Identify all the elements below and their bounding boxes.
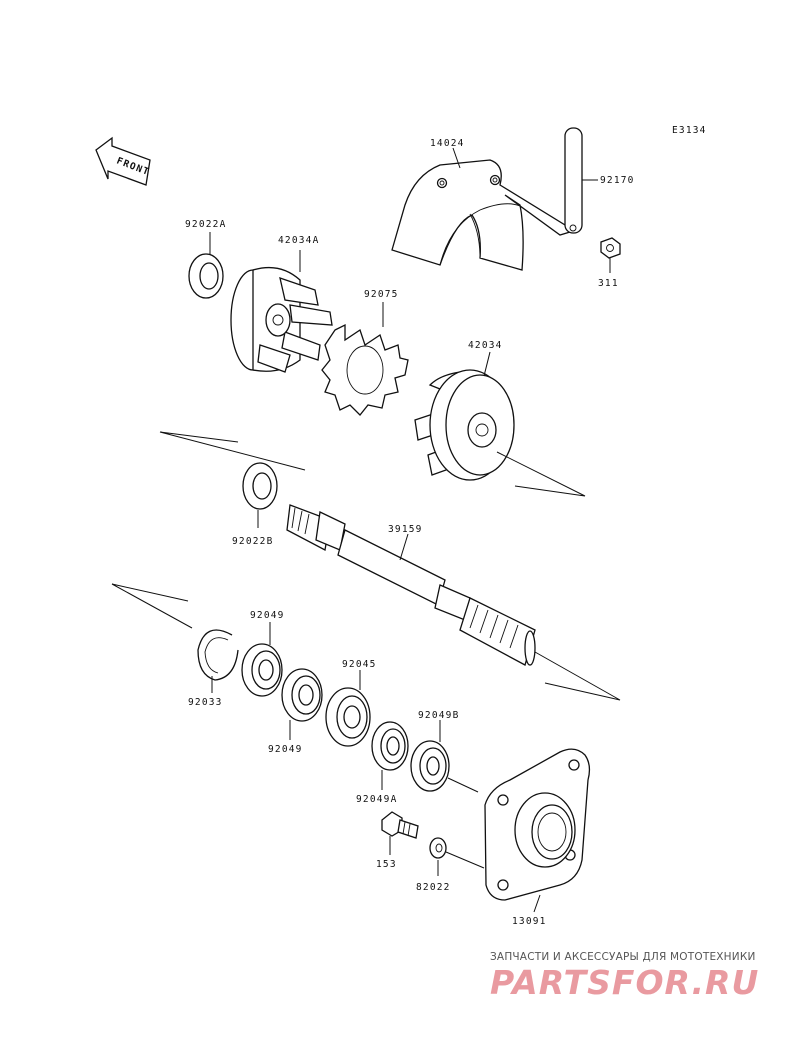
washer-82022 [429, 837, 447, 859]
label-92049-top: 92049 [250, 610, 285, 621]
label-92022A: 92022A [185, 219, 227, 230]
bearing-92049-top [241, 643, 283, 697]
bearing-92049-bottom [281, 668, 323, 722]
bearing-92049A [371, 721, 409, 771]
cover-14024 [391, 159, 572, 271]
label-92022B: 92022B [232, 536, 274, 547]
washer-92022A [188, 253, 224, 299]
label-92049-bottom: 92049 [268, 744, 303, 755]
coupler-42034A [230, 266, 333, 373]
nut-311 [600, 237, 621, 259]
fitting-153 [381, 811, 419, 839]
footer-tagline: ЗАПЧАСТИ И АКСЕССУАРЫ ДЛЯ МОТОТЕХНИКИ [490, 951, 756, 963]
bearing-92045 [325, 687, 371, 747]
label-92049B: 92049B [418, 710, 460, 721]
label-92170: 92170 [600, 175, 635, 186]
strap-92170 [564, 127, 583, 234]
label-92033: 92033 [188, 697, 223, 708]
label-311: 311 [598, 278, 619, 289]
damper-92075 [321, 323, 409, 416]
circlip-92033 [197, 629, 239, 681]
label-42034: 42034 [468, 340, 503, 351]
label-14024: 14024 [430, 138, 465, 149]
bearing-92049B [410, 740, 450, 792]
label-82022: 82022 [416, 882, 451, 893]
label-42034A: 42034A [278, 235, 320, 246]
label-92045: 92045 [342, 659, 377, 670]
footer-logo: PARTSFOR.RU [490, 963, 760, 1002]
label-13091: 13091 [512, 916, 547, 927]
front-arrow-icon: FRONT [95, 136, 151, 186]
washer-92022B [242, 462, 278, 510]
label-92075: 92075 [364, 289, 399, 300]
shaft-39159 [286, 504, 536, 666]
label-92049A: 92049A [356, 794, 398, 805]
housing-13091 [484, 748, 591, 901]
label-39159: 39159 [388, 524, 423, 535]
label-153: 153 [376, 859, 397, 870]
diagram-code: E3134 [672, 125, 707, 136]
coupler-42034 [414, 369, 515, 481]
